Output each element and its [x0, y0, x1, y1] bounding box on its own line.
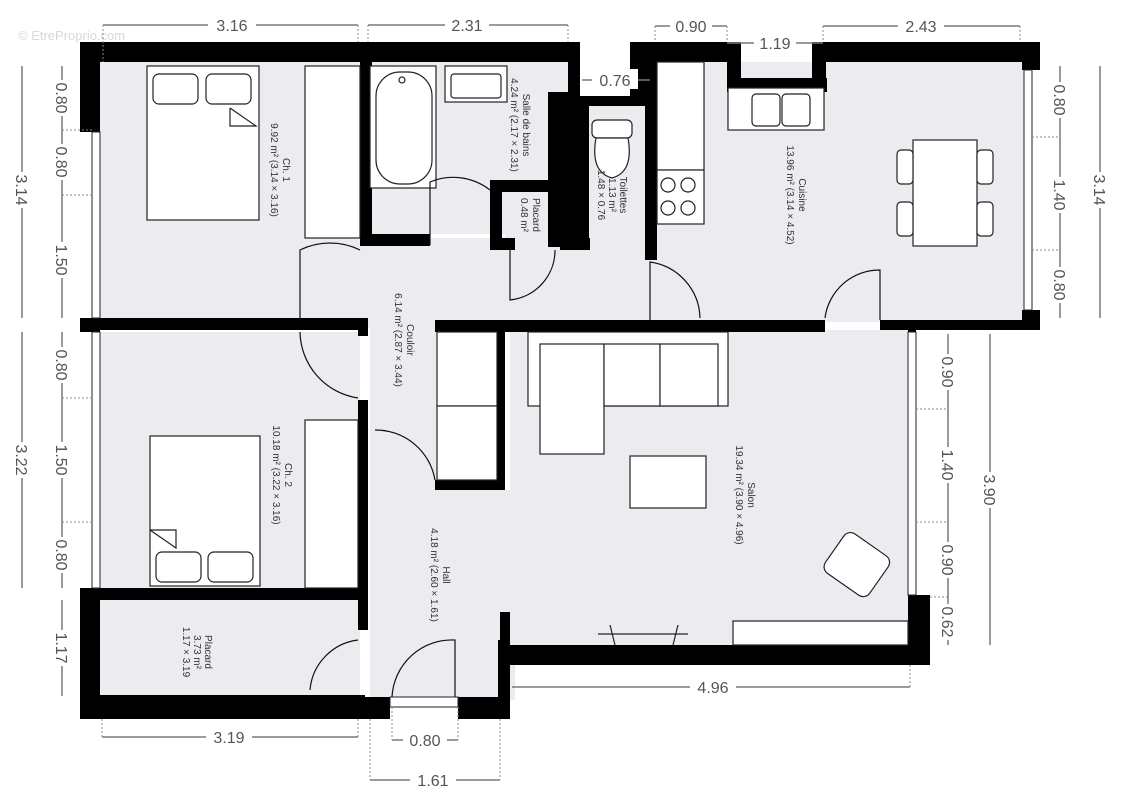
- svg-text:1.50: 1.50: [52, 444, 69, 475]
- svg-text:1.50: 1.50: [52, 244, 69, 275]
- coffee-table: [629, 455, 707, 509]
- floor-couloir-hall: [370, 320, 440, 700]
- furniture: [146, 61, 994, 646]
- walls: [80, 42, 1040, 719]
- svg-text:13.96 m² (3.14 × 4.52): 13.96 m² (3.14 × 4.52): [784, 145, 795, 244]
- counter: [656, 61, 705, 171]
- label-toilettes: Toilettes 1.13 m² 1.48 × 0.76: [595, 170, 628, 221]
- dim-top-sdb: 2.31: [451, 18, 482, 35]
- svg-text:Cuisine: Cuisine: [796, 178, 807, 212]
- label-salon: Salon 19.34 m² (3.90 × 4.96): [733, 445, 756, 544]
- shelf-bottom: [436, 405, 498, 481]
- svg-text:Salon: Salon: [745, 482, 756, 508]
- wardrobe-ch1: [304, 65, 361, 239]
- dim-bottom-salon: 4.96: [697, 680, 728, 697]
- svg-text:3.73 m²: 3.73 m²: [191, 635, 202, 670]
- svg-text:Salle de bains: Salle de bains: [520, 94, 531, 157]
- label-couloir: Couloir 6.14 m² (2.87 × 3.44): [392, 293, 415, 387]
- svg-text:Ch. 2: Ch. 2: [282, 463, 293, 487]
- svg-text:0.80: 0.80: [1050, 269, 1067, 300]
- svg-text:6.14 m² (2.87 × 3.44): 6.14 m² (2.87 × 3.44): [392, 293, 403, 387]
- svg-text:4.24 m² (2.17 × 2.31): 4.24 m² (2.17 × 2.31): [508, 78, 519, 172]
- door-sdb: [429, 176, 491, 245]
- svg-text:Hall: Hall: [440, 566, 451, 583]
- svg-text:19.34 m² (3.90 × 4.96): 19.34 m² (3.90 × 4.96): [733, 445, 744, 544]
- dim-top-243: 2.43: [905, 19, 936, 36]
- entrance-threshold: [389, 696, 459, 708]
- dim-top-090: 0.90: [675, 19, 706, 36]
- door-wc: [649, 261, 701, 320]
- doors: [299, 176, 881, 698]
- window-cuisine: [1023, 69, 1033, 311]
- door-ch1: [299, 242, 361, 318]
- watermark-text: © EtreProprio.com: [18, 28, 125, 43]
- dim-top-wc: 0.76: [599, 73, 630, 90]
- svg-text:0.80: 0.80: [52, 349, 69, 380]
- wardrobe-ch2: [304, 419, 359, 589]
- svg-text:9.92 m² (3.14 × 3.16): 9.92 m² (3.14 × 3.16): [268, 123, 279, 217]
- svg-text:1.40: 1.40: [938, 449, 955, 480]
- window-ch2: [91, 331, 101, 589]
- svg-text:1.40: 1.40: [1050, 179, 1067, 210]
- floor-placard-small: [505, 192, 555, 242]
- tv-unit: [732, 620, 909, 646]
- dim-right-390: 3.90: [980, 474, 997, 505]
- dim-top-ch1: 3.16: [216, 18, 247, 35]
- window-ch1: [91, 131, 101, 319]
- svg-text:0.90: 0.90: [938, 356, 955, 387]
- door-ch2: [299, 331, 359, 399]
- stove: [656, 169, 705, 225]
- room-labels: Ch. 1 9.92 m² (3.14 × 3.16) Salle de bai…: [180, 78, 807, 677]
- dining-table: [912, 139, 978, 247]
- windows: [91, 69, 1033, 708]
- dim-bottom-hall: 1.61: [417, 773, 448, 790]
- floor-couloir: [300, 238, 660, 328]
- svg-text:4.18 m² (2.60 × 1.61): 4.18 m² (2.60 × 1.61): [428, 528, 439, 622]
- floor-placard-large: [100, 600, 360, 700]
- dim-left-322: 3.22: [12, 444, 29, 475]
- door-placard-small: [509, 249, 556, 301]
- door-cuisine: [824, 269, 881, 320]
- label-ch2: Ch. 2 10.18 m² (3.22 × 3.16): [270, 425, 293, 524]
- label-placard-small: Placard 0.48 m²: [518, 198, 541, 233]
- svg-text:1.17: 1.17: [52, 632, 69, 663]
- label-hall: Hall 4.18 m² (2.60 × 1.61): [428, 528, 451, 622]
- dim-top-sink: 1.19: [759, 36, 790, 53]
- door-placard-large: [309, 639, 359, 691]
- dimensions: 3.16 2.31 0.76 0.90 1.19 2.43 3.14 0.80 …: [12, 14, 1110, 790]
- shelf-top: [436, 331, 498, 407]
- svg-text:1.48 × 0.76: 1.48 × 0.76: [595, 170, 606, 221]
- dim-bottom-door: 0.80: [409, 733, 440, 750]
- svg-text:10.18 m² (3.22 × 3.16): 10.18 m² (3.22 × 3.16): [270, 425, 281, 524]
- label-cuisine: Cuisine 13.96 m² (3.14 × 4.52): [784, 145, 807, 244]
- svg-text:Couloir: Couloir: [404, 324, 415, 356]
- svg-text:1.17 × 3.19: 1.17 × 3.19: [180, 627, 191, 678]
- svg-text:0.80: 0.80: [52, 82, 69, 113]
- window-salon: [907, 331, 917, 596]
- svg-text:0.90: 0.90: [938, 544, 955, 575]
- armchair: [823, 531, 891, 598]
- svg-text:0.80: 0.80: [52, 146, 69, 177]
- svg-text:0.80: 0.80: [1050, 84, 1067, 115]
- svg-text:0.80: 0.80: [52, 539, 69, 570]
- toilet: [591, 119, 633, 139]
- label-sdb: Salle de bains 4.24 m² (2.17 × 2.31): [508, 78, 531, 172]
- svg-text:0.62: 0.62: [938, 606, 955, 637]
- svg-text:Placard: Placard: [202, 635, 213, 669]
- svg-text:Ch. 1: Ch. 1: [280, 158, 291, 182]
- door-hall: [374, 429, 436, 481]
- dim-right-314: 3.14: [1090, 174, 1107, 205]
- label-placard-large: Placard 3.73 m² 1.17 × 3.19: [180, 627, 213, 678]
- door-entrance: [391, 639, 456, 698]
- dim-left-314: 3.14: [12, 174, 29, 205]
- svg-text:0.48 m²: 0.48 m²: [518, 198, 529, 233]
- svg-text:Placard: Placard: [530, 198, 541, 232]
- side-table: [598, 624, 688, 646]
- sofa-chaise: [539, 343, 605, 455]
- dim-bottom-placard: 3.19: [213, 730, 244, 747]
- label-ch1: Ch. 1 9.92 m² (3.14 × 3.16): [268, 123, 291, 217]
- svg-text:1.13 m²: 1.13 m²: [606, 178, 617, 213]
- svg-text:Toilettes: Toilettes: [617, 177, 628, 214]
